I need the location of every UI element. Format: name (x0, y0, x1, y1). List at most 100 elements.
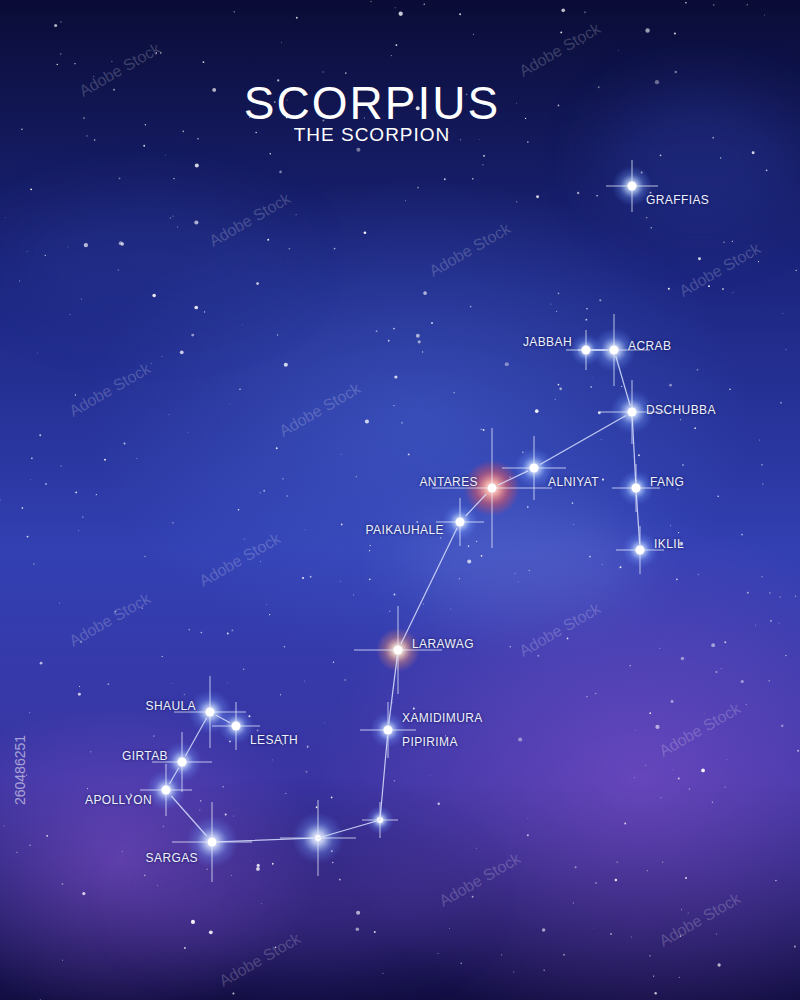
field-star (84, 243, 88, 247)
star-name: ANTARES (419, 475, 478, 489)
field-star (480, 428, 481, 429)
field-star (701, 769, 705, 773)
field-star (778, 622, 780, 624)
star-name: ALNIYAT (548, 475, 599, 489)
field-star (156, 885, 158, 887)
field-star (724, 641, 726, 643)
field-star (536, 195, 539, 198)
field-star (586, 696, 587, 697)
field-star (416, 334, 420, 338)
star: SHAULA (204, 706, 216, 718)
field-star (633, 776, 635, 778)
field-star (225, 814, 227, 816)
field-star (111, 61, 112, 62)
field-star (304, 529, 306, 531)
star-core (230, 720, 242, 732)
field-star (239, 389, 240, 390)
field-star (595, 882, 597, 884)
field-star (621, 386, 622, 387)
field-star (558, 293, 560, 295)
field-star (3, 825, 5, 827)
field-star (440, 537, 441, 538)
field-star (150, 362, 152, 364)
star-name: APOLLYON (85, 793, 152, 807)
field-star (598, 86, 600, 88)
constellation-line (171, 796, 206, 836)
field-star (231, 874, 233, 876)
field-star (680, 419, 681, 420)
field-star (184, 947, 186, 949)
field-star (27, 251, 28, 252)
field-star (340, 453, 342, 455)
field-star (586, 308, 588, 310)
field-star (675, 71, 677, 73)
star-name: PIPIRIMA (402, 735, 458, 749)
field-star (616, 862, 617, 863)
field-star (558, 105, 560, 107)
field-star (267, 239, 269, 241)
field-star (376, 330, 378, 332)
field-star (501, 954, 502, 955)
field-star (720, 668, 722, 670)
field-star (356, 148, 360, 152)
star-name: SARGAS (146, 851, 198, 865)
field-star (289, 248, 291, 250)
field-star (527, 817, 529, 819)
field-star (203, 61, 205, 63)
field-star (517, 581, 519, 583)
field-star (716, 933, 717, 934)
star: DSCHUBBA (626, 406, 638, 418)
star-core (626, 406, 638, 418)
field-star (715, 671, 717, 673)
field-star (124, 443, 126, 445)
field-star (527, 506, 529, 508)
field-star (585, 319, 587, 321)
field-star (46, 835, 48, 837)
field-star (90, 751, 91, 752)
field-star (615, 879, 617, 881)
field-star (60, 21, 62, 23)
star-name: JABBAH (523, 335, 572, 349)
field-star (741, 534, 743, 536)
field-star (405, 200, 407, 202)
star-core (392, 644, 404, 656)
field-star (244, 539, 245, 540)
field-star (364, 231, 367, 234)
field-star (282, 478, 284, 480)
field-star (671, 700, 674, 703)
star-core (204, 706, 216, 718)
star-core (486, 482, 498, 494)
field-star (796, 270, 797, 271)
star-name: LESATH (250, 733, 298, 747)
star-name: XAMIDIMURA (402, 711, 483, 725)
field-star (172, 215, 173, 216)
field-star (197, 138, 198, 139)
field-star (145, 124, 146, 125)
field-star (277, 334, 278, 335)
field-star (60, 53, 61, 54)
field-star (476, 541, 477, 542)
field-star (422, 351, 423, 352)
star-name: SHAULA (146, 699, 196, 713)
star-core (630, 482, 642, 494)
constellation-title: SCORPIUS (244, 76, 500, 130)
field-star (172, 522, 173, 523)
field-star (260, 561, 261, 562)
star: APOLLYON (160, 784, 172, 796)
field-star (634, 729, 636, 731)
field-star (518, 737, 522, 741)
field-star (794, 946, 796, 948)
field-star (257, 864, 260, 867)
field-star (688, 912, 689, 913)
star-glow (360, 702, 416, 758)
field-star (75, 491, 77, 493)
field-star (660, 155, 662, 157)
field-star (191, 920, 195, 924)
star-core (176, 756, 188, 768)
field-star (345, 72, 347, 74)
field-star (681, 909, 683, 911)
field-star (649, 955, 651, 957)
field-star (369, 550, 370, 551)
field-star (764, 14, 766, 16)
field-star (184, 694, 185, 695)
